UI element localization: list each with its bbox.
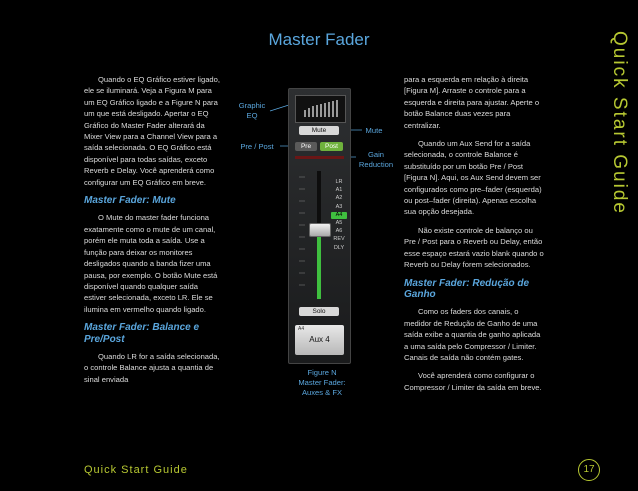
fader-scale xyxy=(295,171,319,299)
callout-pre-post: Pre / Post xyxy=(240,142,274,151)
aux-output-badge[interactable]: A4 Aux 4 xyxy=(295,325,344,355)
graphic-eq-button[interactable] xyxy=(295,95,346,123)
right-paragraph-gain: Como os faders dos canais, o medidor de … xyxy=(404,307,541,362)
right-paragraph-fx: Não existe controle de balanço ou Pre / … xyxy=(404,225,544,270)
post-button[interactable]: Post xyxy=(320,142,343,151)
output-dly[interactable]: DLY xyxy=(333,244,345,251)
callout-graphic-eq: Graphic EQ xyxy=(238,101,266,120)
right-paragraph-gain-2: Você aprenderá como configurar o Compres… xyxy=(404,371,542,392)
fader-scale-ticks xyxy=(299,176,305,286)
solo-button[interactable]: Solo xyxy=(299,307,339,316)
right-paragraph-prepost: Quando um Aux Send for a saída seleciona… xyxy=(404,139,542,217)
output-a5[interactable]: A5 xyxy=(335,219,343,226)
output-a6[interactable]: A6 xyxy=(335,228,343,235)
pre-button[interactable]: Pre xyxy=(295,142,317,151)
heading-gain-reduction: Master Fader: Redução de Ganho xyxy=(404,277,530,300)
right-column: para a esquerda em relação à direita [Fi… xyxy=(404,74,546,400)
level-meter-fill xyxy=(317,234,321,299)
heading-mute: Master Fader: Mute xyxy=(84,195,176,207)
callout-mute: Mute xyxy=(365,126,383,135)
figure-caption-line-2: Master Fader: xyxy=(298,378,346,387)
output-a4[interactable]: A4 xyxy=(331,211,347,219)
heading-balance: Master Fader: Balance e Pre/Post xyxy=(84,322,200,345)
figure-caption-line-3: Auxes & FX xyxy=(301,388,343,397)
fader-handle[interactable] xyxy=(309,222,331,237)
output-a3[interactable]: A3 xyxy=(335,203,343,210)
left-column: Quando o EQ Gráfico estiver ligado, ele … xyxy=(84,74,222,392)
aux-small-label: A4 xyxy=(298,326,305,332)
aux-label: Aux 4 xyxy=(309,335,330,344)
output-a1[interactable]: A1 xyxy=(335,187,343,194)
left-paragraph-mute: O Mute do master fader funciona exatamen… xyxy=(84,213,218,314)
footer-title: Quick Start Guide xyxy=(84,464,188,476)
graphic-eq-icon xyxy=(304,100,338,117)
figure-caption-line-1: Figure N xyxy=(307,368,337,377)
output-lr[interactable]: LR xyxy=(335,179,343,185)
left-paragraph-eq: Quando o EQ Gráfico estiver ligado, ele … xyxy=(84,75,220,187)
right-paragraph-balance-cont: para a esquerda em relação à direita [Fi… xyxy=(404,75,540,130)
page-title: Master Fader xyxy=(268,30,370,49)
output-rev[interactable]: REV xyxy=(333,236,345,243)
page-number: 17 xyxy=(578,459,600,481)
figure-caption: Figure N Master Fader: Auxes & FX xyxy=(290,368,354,398)
gain-reduction-meter xyxy=(295,156,344,159)
left-paragraph-balance: Quando LR for a saída selecionada, o con… xyxy=(84,351,220,384)
mute-button[interactable]: Mute xyxy=(299,126,339,135)
output-a2[interactable]: A2 xyxy=(335,195,343,202)
callout-gain-reduction: Gain Reduction xyxy=(358,150,394,169)
